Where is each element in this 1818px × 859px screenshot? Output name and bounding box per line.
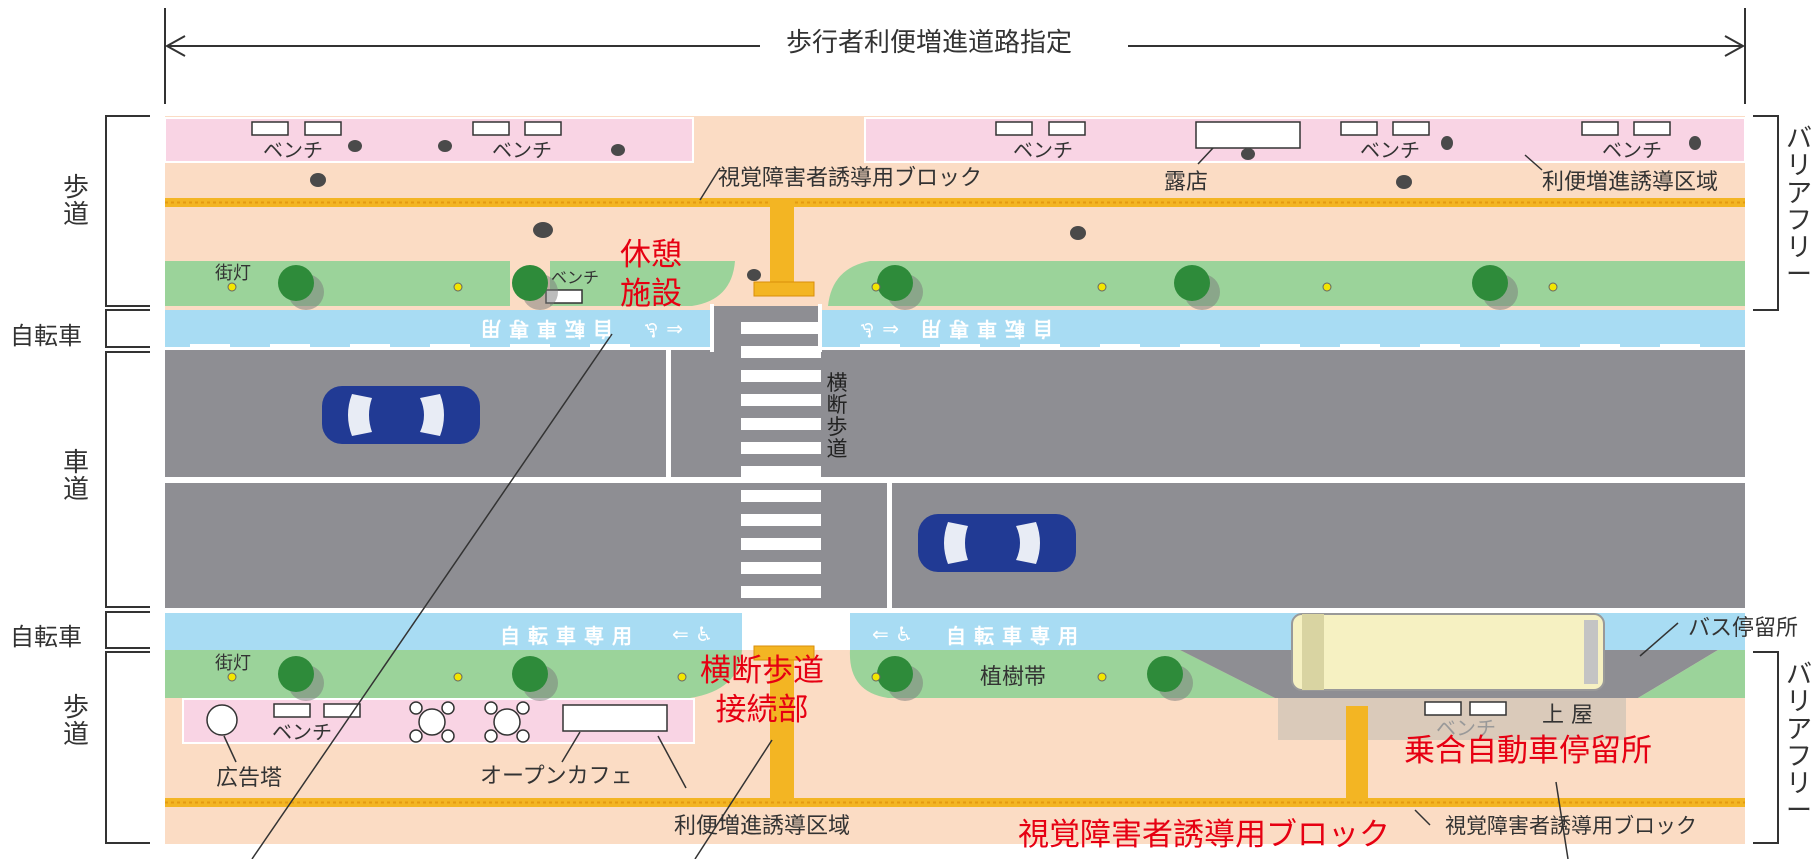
callout-tactile-block: 視覚障害者誘導用ブロック [1018, 817, 1390, 853]
label-bus-stop: バス停留所 [1688, 616, 1799, 641]
trees-bottom [278, 656, 1193, 701]
trees-top [278, 265, 1518, 310]
label-crosswalk: 横断歩道 [826, 371, 848, 462]
benches-top [251, 121, 1671, 304]
planting-strip-bottom-left [165, 650, 742, 698]
tactile-line-bottom [165, 798, 1745, 807]
bike-lane-top-right-text: 自転車専用 [913, 317, 1053, 341]
stop-line-bottom [887, 483, 892, 608]
bus [1291, 613, 1605, 691]
bike-lane-top [165, 310, 710, 347]
label-ad-tower: 広告塔 [216, 766, 283, 791]
page-title: 歩行者利便増進道路指定 [786, 28, 1073, 58]
bike-symbol-top-right: ⇐ ♿ [858, 318, 900, 342]
left-label-roadway: 車道 [62, 448, 89, 506]
label-tactile-block-top: 視覚障害者誘導用ブロック [718, 166, 983, 191]
stop-line-top [666, 350, 671, 477]
car-top [322, 386, 480, 444]
label-bench-2: ベンチ [492, 138, 552, 162]
tactile-crossing-bottom [770, 660, 794, 800]
label-bench-4: ベンチ [1360, 138, 1420, 162]
left-label-sidewalk-bottom: 歩道 [62, 693, 89, 751]
label-bench-3: ベンチ [1013, 138, 1073, 162]
label-tactile-block-bottom: 視覚障害者誘導用ブロック [1445, 814, 1697, 838]
bike-lane-bottom-left-text: 自転車専用 [500, 624, 640, 648]
bike-lane-bottom-right-text: 自転車専用 [946, 624, 1086, 648]
label-bench-1: ベンチ [263, 138, 323, 162]
label-street-light-top: 街灯 [215, 263, 251, 284]
car-bottom [918, 514, 1076, 572]
label-open-cafe: オープンカフェ [480, 764, 633, 789]
left-brackets [105, 115, 150, 844]
label-bench-rest: ベンチ [551, 268, 600, 287]
callout-crosswalk-connection: 横断歩道 接続部 [700, 653, 824, 728]
callout-bus-stop-facility: 乗合自動車停留所 [1404, 733, 1652, 769]
left-label-bicycle-bottom: 自転車 [10, 623, 82, 651]
label-promotion-area-top: 利便増進誘導区域 [1542, 170, 1719, 195]
right-brackets [1753, 115, 1779, 844]
left-label-bicycle-top: 自転車 [10, 322, 82, 350]
crosswalk-stripes [741, 322, 821, 646]
bike-symbol-top-left: ⇐ ♿ [642, 318, 684, 342]
bike-lane-bottom [165, 613, 742, 650]
bike-lane-top-dashes [190, 344, 1700, 348]
bike-lane-top-left-text: 自転車専用 [473, 317, 613, 341]
right-label-barrier-free-bottom: バリアフリー [1785, 660, 1812, 827]
label-roof: 上 屋 [1542, 703, 1593, 728]
tactile-bus-stop [1346, 706, 1368, 800]
street-lights-top [227, 282, 1558, 292]
label-planting-strip: 植樹帯 [980, 665, 1047, 690]
tactile-crossing-top [770, 198, 794, 293]
street-lights-bottom [227, 672, 1107, 682]
label-stall: 露店 [1164, 170, 1209, 195]
promotion-zone-top-left [164, 117, 694, 163]
bike-symbol-bottom-left: ⇐ ♿ [672, 622, 714, 646]
label-bench-6: ベンチ [272, 720, 332, 744]
planting-strip-top-right [828, 261, 1745, 306]
bike-symbol-bottom-right: ⇐ ♿ [872, 622, 914, 646]
tactile-line-top [165, 198, 1745, 207]
label-bench-7: ベンチ [1436, 716, 1496, 740]
leader-lines [223, 147, 1679, 859]
callout-rest-facility: 休憩 施設 [620, 237, 682, 312]
label-street-light-bottom: 街灯 [215, 653, 251, 674]
label-bench-5: ベンチ [1602, 138, 1662, 162]
right-label-barrier-free-top: バリアフリー [1785, 124, 1812, 291]
left-label-sidewalk-top: 歩道 [62, 173, 89, 231]
bottom-furniture [206, 701, 1507, 743]
label-promotion-area-bottom: 利便増進誘導区域 [674, 814, 851, 839]
center-line [165, 477, 1745, 483]
